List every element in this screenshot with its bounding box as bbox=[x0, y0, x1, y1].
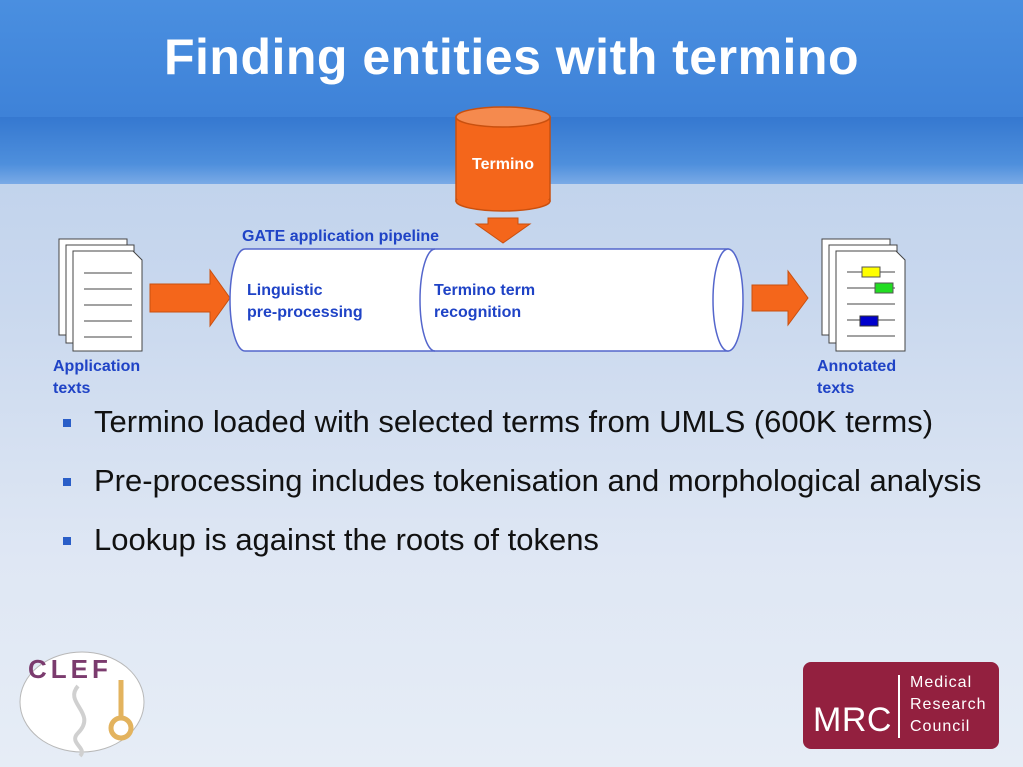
input-line2: texts bbox=[53, 380, 91, 397]
output-line1: Annotated bbox=[817, 358, 897, 375]
input-line1: Application bbox=[53, 358, 141, 375]
application-texts-icon bbox=[58, 238, 143, 352]
stage-linguistic-label: Linguistic pre-processing bbox=[247, 280, 363, 324]
bullet-text: Termino loaded with selected terms from … bbox=[94, 404, 934, 439]
input-texts-label: Application texts bbox=[53, 356, 140, 400]
pipeline-cylinder bbox=[229, 248, 744, 352]
stage1-line1: Linguistic bbox=[247, 282, 323, 299]
mrc-divider bbox=[898, 675, 900, 738]
stage1-line2: pre-processing bbox=[247, 304, 363, 321]
bullet-square-icon bbox=[63, 537, 71, 545]
title-band bbox=[0, 0, 1023, 117]
bullet-square-icon bbox=[63, 478, 71, 486]
right-arrow-icon bbox=[149, 268, 231, 328]
mrc-logo: MRC Medical Research Council bbox=[803, 662, 999, 749]
termino-database-icon bbox=[455, 106, 551, 212]
stage2-line2: recognition bbox=[434, 304, 522, 321]
mrc-abbrev: MRC bbox=[813, 701, 892, 739]
stage2-line1: Termino term bbox=[434, 282, 536, 299]
bullet-text: Pre-processing includes tokenisation and… bbox=[94, 463, 982, 498]
annotated-texts-icon bbox=[821, 238, 906, 352]
down-arrow-icon bbox=[474, 217, 532, 244]
bullet-square-icon bbox=[63, 419, 71, 427]
database-label: Termino bbox=[472, 156, 534, 173]
output-texts-label: Annotated texts bbox=[817, 356, 896, 400]
clef-logo-text: CLEF bbox=[28, 654, 112, 684]
bullet-text: Lookup is against the roots of tokens bbox=[94, 522, 599, 557]
bullet-list: Termino loaded with selected terms from … bbox=[60, 400, 1000, 577]
clef-logo: CLEF bbox=[19, 651, 145, 758]
bullet-item: Termino loaded with selected terms from … bbox=[60, 400, 1000, 444]
mrc-line3: Council bbox=[910, 718, 971, 735]
stage-termino-label: Termino term recognition bbox=[434, 280, 535, 324]
output-line2: texts bbox=[817, 380, 855, 397]
bullet-item: Lookup is against the roots of tokens bbox=[60, 518, 1000, 562]
mrc-line1: Medical bbox=[910, 674, 973, 691]
pipeline-label: GATE application pipeline bbox=[242, 228, 440, 245]
slide-title: Finding entities with termino bbox=[163, 29, 860, 85]
bullet-item: Pre-processing includes tokenisation and… bbox=[60, 459, 1000, 503]
right-arrow-output-icon bbox=[751, 269, 809, 327]
mrc-line2: Research bbox=[910, 696, 987, 713]
